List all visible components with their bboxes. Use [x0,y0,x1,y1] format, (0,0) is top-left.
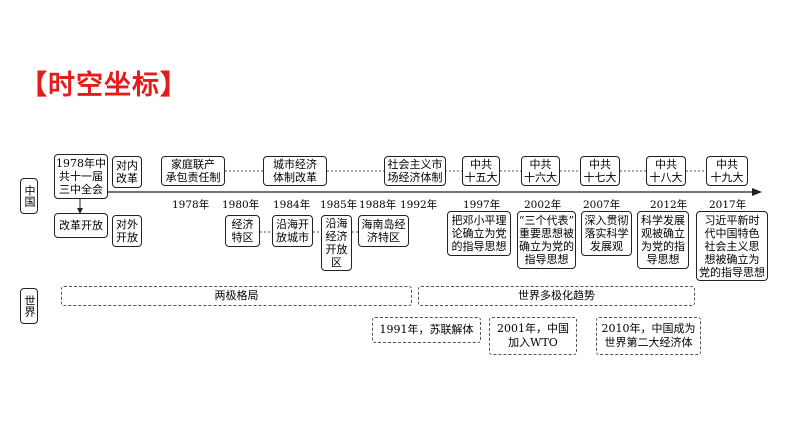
household-contract-box: 家庭联产 承包责任制 [161,156,225,186]
bipolar-pattern: 两极格局 [61,286,412,306]
region-china-label: 中国 [20,178,38,214]
year-2007: 2007年 [583,199,621,211]
three-represents-box: “三个代表” 重要思想被 确立为党的 指导思想 [517,211,576,269]
timeline-arrow [752,188,762,196]
congress-18-box: 中共 十八大 [646,156,686,186]
year-1984: 1984年 [273,199,311,211]
year-1985: 1985年 [320,199,358,211]
coastal-zones-box: 沿海 经济 开放 区 [321,215,352,271]
domestic-reform-box: 对内 改革 [112,156,142,188]
coastal-cities-box: 沿海开 放城市 [272,215,313,247]
congress-16-box: 中共 十六大 [521,156,560,186]
reform-opening-box: 改革开放 [54,213,108,238]
hainan-sez-box: 海南岛经 济特区 [358,215,409,247]
year-1997: 1997年 [463,199,501,211]
congress-19-box: 中共 十九大 [706,156,748,186]
year-1978: 1978年 [172,199,210,211]
wto-accession-event: 2001年，中国 加入WTO [489,317,577,355]
congress-17-box: 中共 十七大 [580,156,620,186]
section-title: 【时空坐标】 [20,70,188,101]
year-1992: 1992年 [400,199,438,211]
year-1988: 1988年 [359,199,397,211]
deng-theory-box: 把邓小平理 论确立为党 的指导思想 [447,211,511,256]
external-opening-box: 对外 开放 [112,215,142,247]
sez-box: 经济 特区 [225,215,260,247]
ussr-collapse-event: 1991年，苏联解体 [372,317,481,343]
market-economy-box: 社会主义市 场经济体制 [384,156,446,186]
third-plenum-box: 1978年中 共十一届 三中全会 [54,154,108,199]
scientific-outlook-box: 深入贯彻 落实科学 发展观 [581,211,632,256]
congress-15-box: 中共 十五大 [462,156,500,186]
xi-thought-box: 习近平新时 代中国特色 社会主义思 想被确立为 党的指导思想 [696,211,768,281]
region-world-label: 世界 [20,288,38,324]
scientific-guiding-box: 科学发展 观被确立 为党的指 导思想 [637,211,689,269]
urban-reform-box: 城市经济 体制改革 [263,156,327,186]
second-economy-event: 2010年，中国成为 世界第二大经济体 [596,317,701,355]
year-2012: 2012年 [650,199,688,211]
year-2002: 2002年 [524,199,562,211]
multipolar-trend: 世界多极化趋势 [418,286,695,306]
year-2017: 2017年 [709,199,747,211]
year-1980: 1980年 [222,199,260,211]
